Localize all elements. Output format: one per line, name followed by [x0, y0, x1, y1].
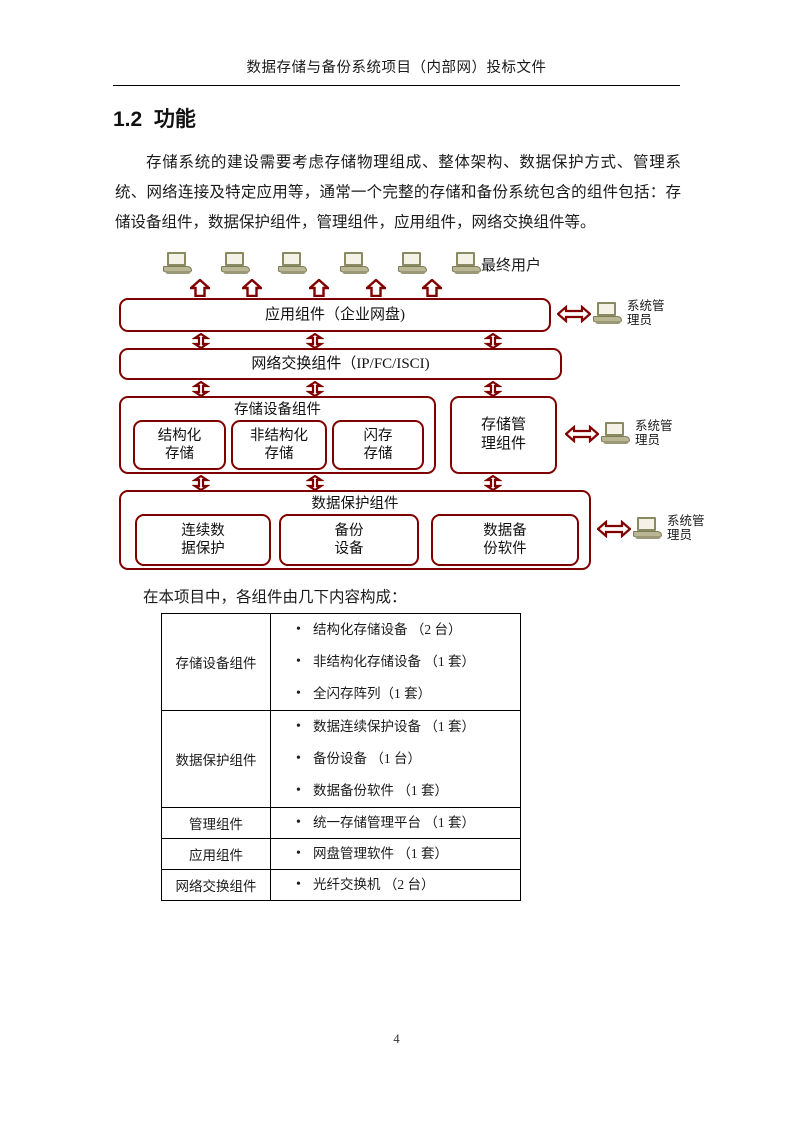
- network-component-label: 网络交换组件（IP/FC/ISCI): [251, 355, 430, 372]
- table-cell-items: 网盘管理软件 （1 套）: [270, 838, 521, 870]
- laptop-icon: [593, 302, 623, 326]
- protection-subbox-cdp: 连续数 据保护: [135, 514, 271, 566]
- network-component-box: 网络交换组件（IP/FC/ISCI): [119, 348, 562, 380]
- admin-label: 系统管 理员: [667, 514, 705, 542]
- laptop-icon: [163, 252, 193, 276]
- header-divider: [113, 85, 680, 86]
- list-item: 网盘管理软件 （1 套）: [296, 839, 520, 869]
- table-row: 存储设备组件 结构化存储设备 （2 台） 非结构化存储设备 （1 套） 全闪存阵…: [161, 613, 521, 711]
- laptop-icon: [278, 252, 308, 276]
- table-cell-category: 网络交换组件: [161, 869, 271, 901]
- list-item: 数据连续保护设备 （1 套）: [296, 711, 520, 743]
- list-item: 统一存储管理平台 （1 套）: [296, 808, 520, 838]
- laptop-icon: [340, 252, 370, 276]
- protection-group-title: 数据保护组件: [311, 496, 399, 512]
- list-item: 光纤交换机 （2 台）: [296, 870, 520, 900]
- storage-component-group: 存储设备组件 结构化 存储 非结构化 存储 闪存 存储: [119, 396, 436, 474]
- horizontal-double-arrow-icon: [597, 520, 631, 538]
- architecture-diagram: 最终用户 应用组件（企业网盘) 系统管 理员: [113, 250, 705, 580]
- end-users-label: 最终用户: [481, 258, 542, 274]
- vertical-double-arrow-icon: [484, 381, 502, 397]
- table-intro-text: 在本项目中，各组件由几下内容构成：: [143, 589, 407, 606]
- application-component-label: 应用组件（企业网盘): [265, 306, 405, 323]
- admin-label: 系统管 理员: [627, 299, 665, 327]
- vertical-double-arrow-icon: [306, 333, 324, 349]
- table-cell-items: 光纤交换机 （2 台）: [270, 869, 521, 901]
- vertical-double-arrow-icon: [306, 381, 324, 397]
- protection-subbox-backup-software: 数据备 份软件: [431, 514, 579, 566]
- admin-node-protection: 系统管 理员: [597, 514, 707, 545]
- horizontal-double-arrow-icon: [565, 425, 599, 443]
- vertical-double-arrow-icon: [192, 333, 210, 349]
- up-arrow-icon: [422, 279, 442, 297]
- vertical-double-arrow-icon: [484, 475, 502, 491]
- table-cell-category: 应用组件: [161, 838, 271, 870]
- table-row: 网络交换组件 光纤交换机 （2 台）: [161, 869, 521, 901]
- storage-group-title: 存储设备组件: [234, 402, 321, 418]
- component-spec-table: 存储设备组件 结构化存储设备 （2 台） 非结构化存储设备 （1 套） 全闪存阵…: [161, 613, 521, 901]
- up-arrow-icon: [366, 279, 386, 297]
- page-number: 4: [393, 1032, 400, 1046]
- table-cell-items: 统一存储管理平台 （1 套）: [270, 807, 521, 839]
- up-arrow-icon: [309, 279, 329, 297]
- storage-subbox-unstructured: 非结构化 存储: [231, 420, 327, 470]
- up-arrow-icon: [190, 279, 210, 297]
- laptop-icon: [601, 422, 631, 446]
- vertical-double-arrow-icon: [192, 475, 210, 491]
- vertical-double-arrow-icon: [484, 333, 502, 349]
- table-cell-items: 数据连续保护设备 （1 套） 备份设备 （1 台） 数据备份软件 （1 套）: [270, 710, 521, 808]
- page-title: 1.2 功能: [113, 108, 196, 131]
- table-row: 管理组件 统一存储管理平台 （1 套）: [161, 807, 521, 839]
- table-row: 应用组件 网盘管理软件 （1 套）: [161, 838, 521, 870]
- admin-node-storage: 系统管 理员: [565, 419, 675, 450]
- horizontal-double-arrow-icon: [557, 305, 591, 323]
- list-item: 数据备份软件 （1 套）: [296, 775, 520, 807]
- storage-management-box: 存储管 理组件: [450, 396, 557, 474]
- table-row: 数据保护组件 数据连续保护设备 （1 套） 备份设备 （1 台） 数据备份软件 …: [161, 710, 521, 808]
- protection-subbox-backup-device: 备份 设备: [279, 514, 419, 566]
- vertical-double-arrow-icon: [306, 475, 324, 491]
- list-item: 备份设备 （1 台）: [296, 743, 520, 775]
- list-item: 全闪存阵列（1 套）: [296, 678, 520, 710]
- list-item: 结构化存储设备 （2 台）: [296, 614, 520, 646]
- admin-node-application: 系统管 理员: [557, 299, 667, 330]
- body-paragraph: 存储系统的建设需要考虑存储物理组成、整体架构、数据保护方式、管理系统、网络连接及…: [115, 154, 681, 231]
- laptop-icon: [633, 517, 663, 541]
- application-component-box: 应用组件（企业网盘): [119, 298, 551, 332]
- laptop-icon: [452, 252, 482, 276]
- document-header-title: 数据存储与备份系统项目（内部网）投标文件: [246, 60, 547, 76]
- table-cell-items: 结构化存储设备 （2 台） 非结构化存储设备 （1 套） 全闪存阵列（1 套）: [270, 613, 521, 711]
- admin-label: 系统管 理员: [635, 419, 673, 447]
- storage-subbox-structured: 结构化 存储: [133, 420, 226, 470]
- up-arrow-icon: [242, 279, 262, 297]
- table-cell-category: 存储设备组件: [161, 613, 271, 711]
- vertical-double-arrow-icon: [192, 381, 210, 397]
- laptop-icon: [221, 252, 251, 276]
- table-cell-category: 数据保护组件: [161, 710, 271, 808]
- list-item: 非结构化存储设备 （1 套）: [296, 646, 520, 678]
- storage-subbox-flash: 闪存 存储: [332, 420, 424, 470]
- laptop-icon: [398, 252, 428, 276]
- data-protection-group: 数据保护组件 连续数 据保护 备份 设备 数据备 份软件: [119, 490, 591, 570]
- table-cell-category: 管理组件: [161, 807, 271, 839]
- end-user-row: 最终用户: [113, 250, 693, 280]
